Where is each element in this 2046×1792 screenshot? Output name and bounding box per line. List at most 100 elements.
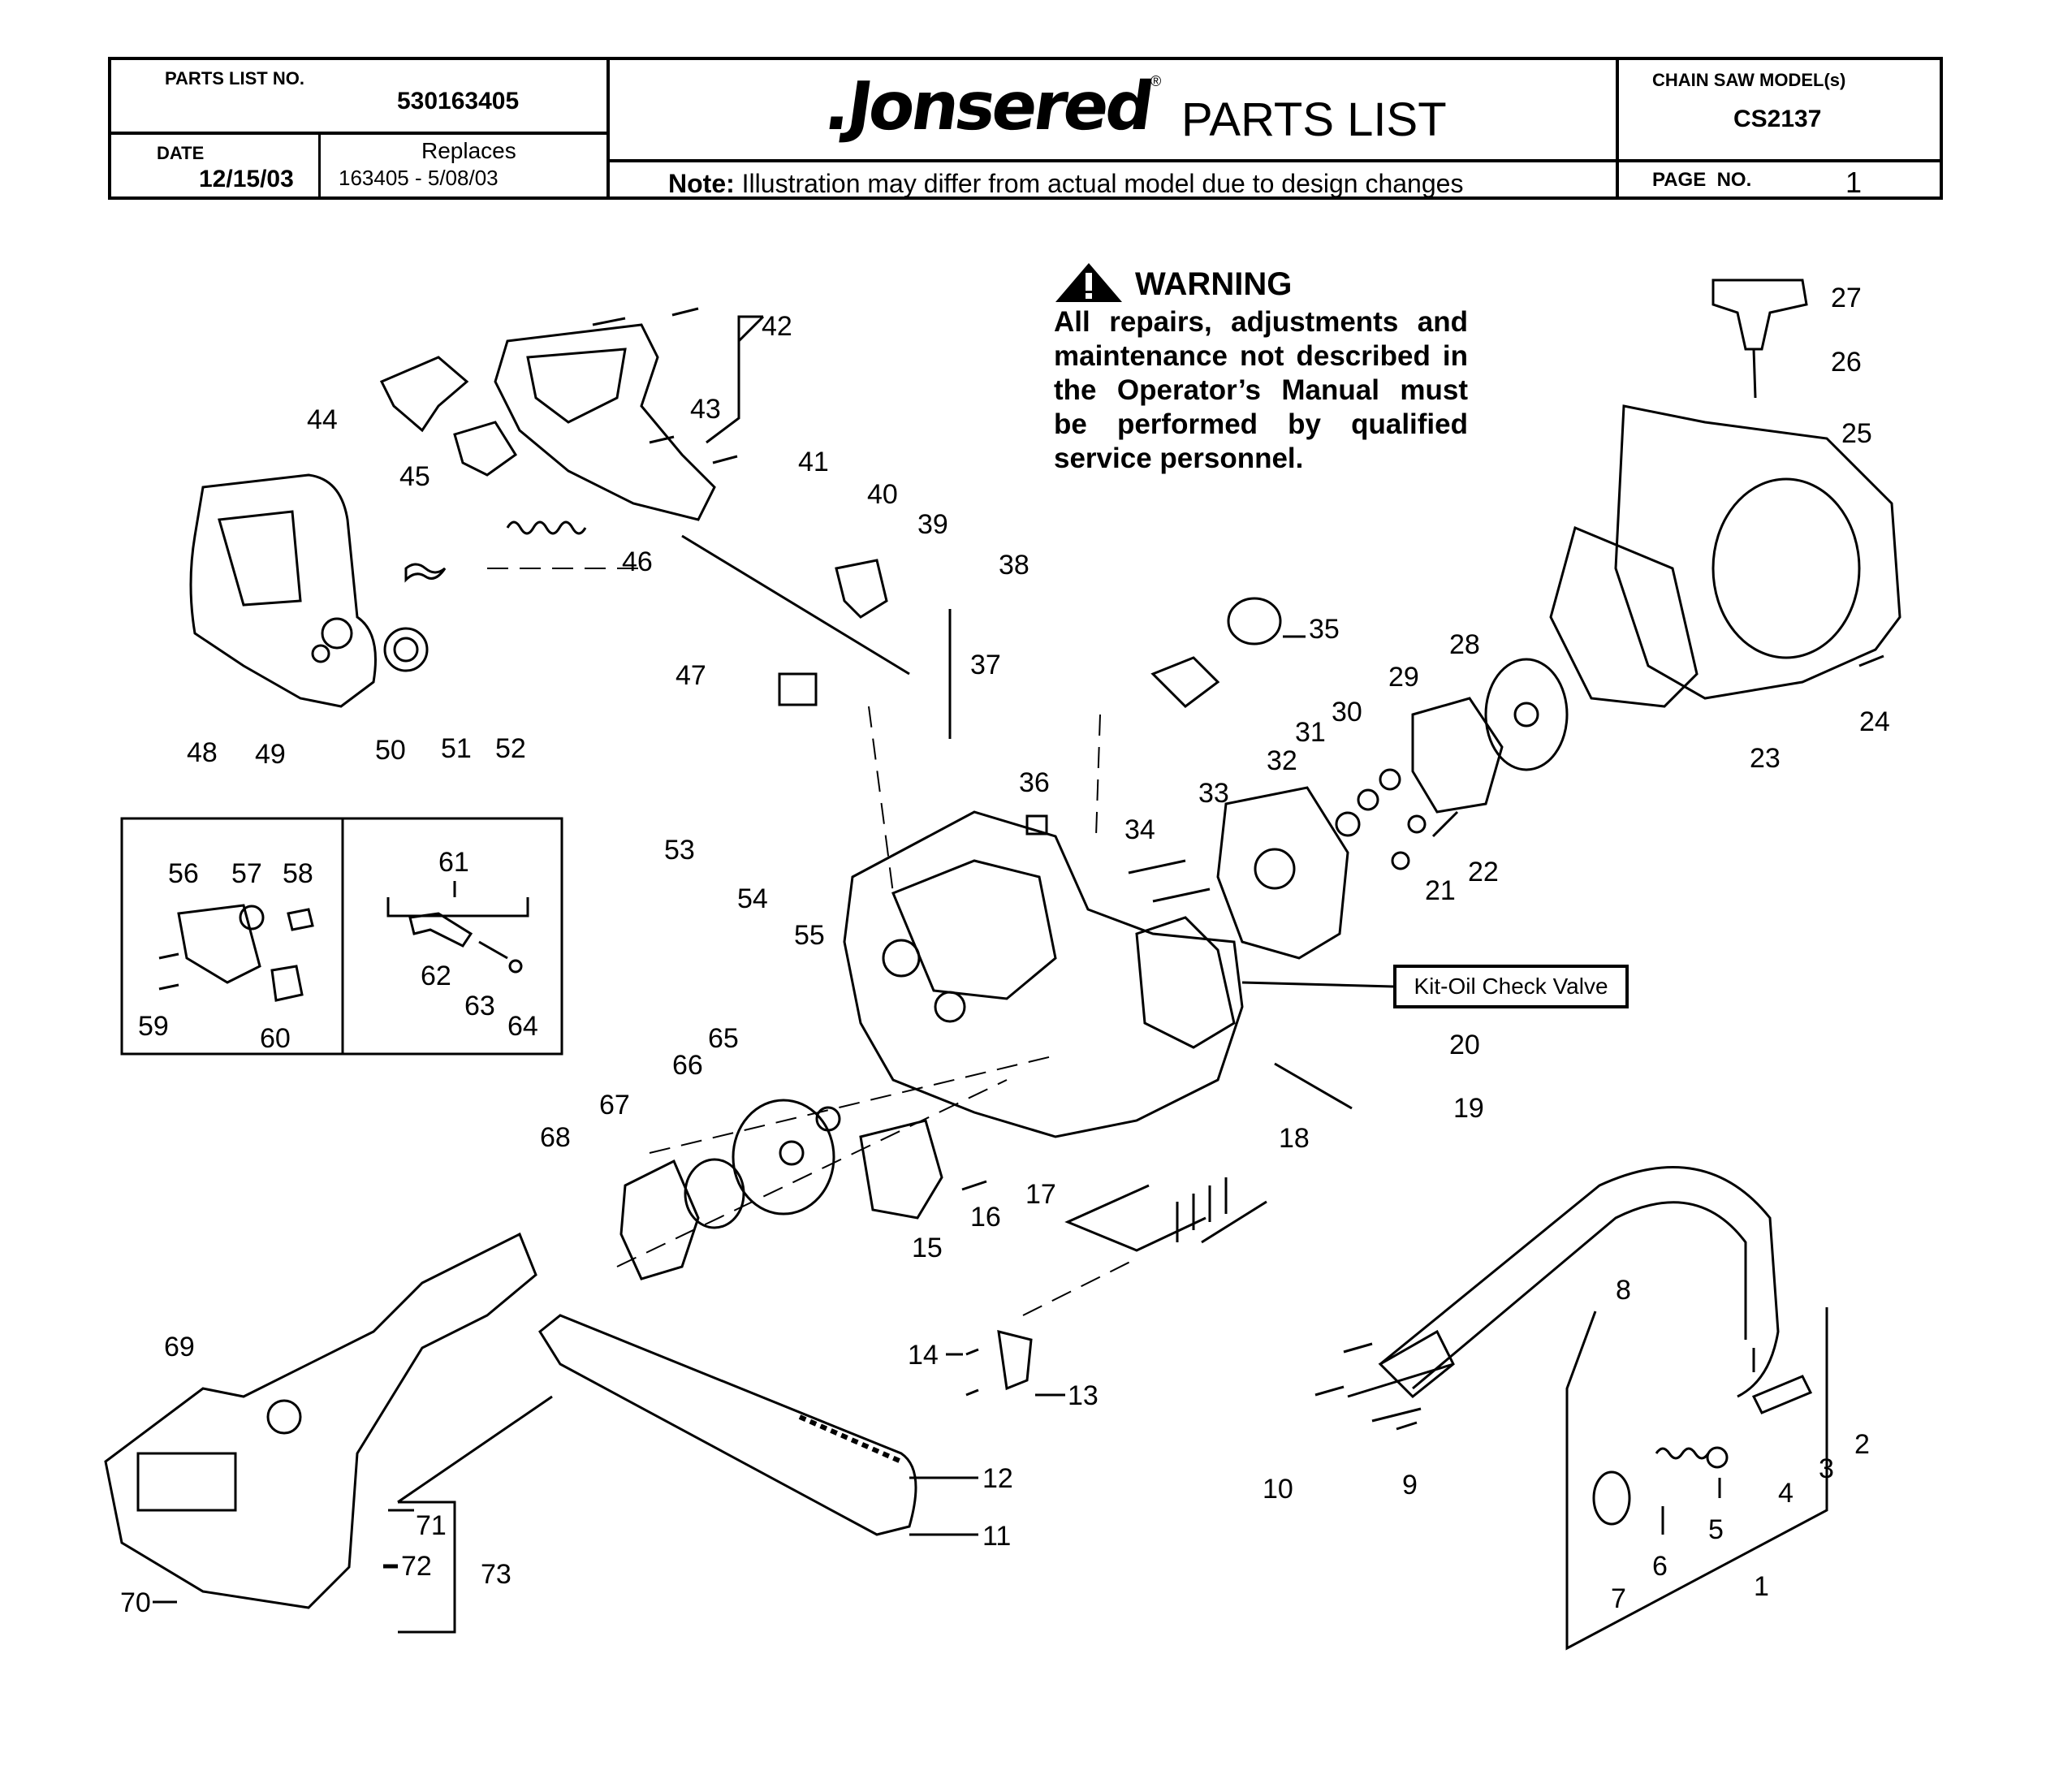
leader-line [1241, 981, 1394, 988]
screw-part [592, 317, 626, 326]
warning-line: the Operator’s Manual must [1054, 374, 1468, 406]
part-label: 56 [168, 858, 199, 889]
part-label: 20 [1449, 1030, 1480, 1060]
washer-part [815, 1106, 841, 1132]
shroud-part [1549, 525, 1699, 708]
page-number: 1 [1845, 166, 1863, 199]
screw-part [712, 455, 738, 464]
kit-oil-check-valve-label: Kit-Oil Check Valve [1414, 974, 1608, 999]
part-label: 5 [1708, 1514, 1724, 1545]
assembly-dash-line [1022, 1258, 1137, 1316]
part-label: 17 [1025, 1179, 1056, 1210]
part-label: 60 [260, 1023, 291, 1054]
bolt-part [1128, 859, 1186, 874]
part-label: 30 [1332, 697, 1362, 728]
part-label: 32 [1267, 745, 1297, 776]
model-label: CHAIN SAW MODEL(s) [1652, 70, 1846, 90]
washer-part [1407, 814, 1427, 834]
rear-handle-hole [311, 644, 330, 663]
part-label: 67 [599, 1090, 630, 1121]
part-label: 53 [664, 835, 695, 866]
plate-part [1751, 1375, 1813, 1414]
top-handle-frame-inner [526, 348, 627, 424]
part-label: 65 [708, 1023, 739, 1054]
part-label: 50 [375, 735, 406, 766]
top-handle-frame [494, 323, 716, 521]
starter-handle-part [1711, 279, 1808, 351]
part-label: 42 [762, 311, 792, 342]
oil-filter-part [508, 959, 523, 974]
part-label: 35 [1309, 614, 1340, 645]
bracket-part [835, 559, 888, 619]
assembly-dash-line [616, 1079, 1008, 1267]
front-handle-part [1412, 1201, 1747, 1390]
warning-line: All repairs, adjustments and [1054, 306, 1468, 338]
part-label: 47 [676, 660, 706, 691]
header-divider [1616, 159, 1943, 162]
part-label: 71 [416, 1510, 447, 1541]
design-note-bold: Note: [668, 169, 735, 198]
leader-line [737, 315, 763, 341]
part-label: 62 [421, 961, 451, 991]
part-label: 55 [794, 920, 825, 951]
part-label: 29 [1388, 662, 1419, 693]
screw-part [1314, 1385, 1345, 1397]
part-label: 3 [1819, 1453, 1834, 1484]
leader-line [1064, 1184, 1206, 1252]
part-label: 57 [231, 858, 262, 889]
part-label: 59 [138, 1011, 169, 1042]
part-label: 23 [1750, 743, 1781, 774]
part-label: 33 [1198, 778, 1229, 809]
part-label: 13 [1068, 1380, 1099, 1411]
saw-chain-part [798, 1414, 903, 1464]
washer-part [1391, 851, 1410, 870]
part-label: 31 [1295, 717, 1326, 748]
latch-part [453, 421, 518, 477]
parts-list-no-label: PARTS LIST NO. [165, 68, 304, 89]
part-label: 10 [1263, 1474, 1293, 1505]
date-label: DATE [157, 143, 205, 163]
part-label: 2 [1854, 1429, 1870, 1460]
leader-line [1565, 1307, 1828, 1651]
rear-handle-inner [218, 510, 302, 607]
oil-hose-part [408, 912, 473, 948]
part-label: 40 [867, 479, 898, 510]
part-label: 28 [1449, 629, 1480, 660]
part-label: 48 [187, 737, 218, 768]
bumper-part [1592, 1470, 1631, 1526]
clutch-drum-hub [779, 1140, 805, 1166]
oil-pump-part [177, 904, 261, 984]
part-label: 54 [737, 883, 768, 914]
part-label: 7 [1611, 1583, 1626, 1614]
warning-line: be performed by qualified [1054, 408, 1468, 440]
crankcase-hole [934, 991, 966, 1023]
pulley-part [1484, 658, 1569, 771]
leader-line [1371, 1407, 1422, 1423]
starter-rope-part [1752, 348, 1757, 399]
header-divider [111, 132, 608, 135]
flywheel-hub [1254, 848, 1296, 890]
model-value: CS2137 [1733, 106, 1822, 132]
part-label: 49 [255, 739, 286, 770]
leader-line [386, 897, 529, 918]
crankcase-part [843, 810, 1244, 1138]
guide-plate-part [859, 1119, 943, 1220]
part-label: 72 [401, 1551, 432, 1582]
cylinder-part [1135, 916, 1236, 1049]
part-label: 38 [999, 550, 1029, 581]
switch-part [778, 672, 818, 706]
page-label: PAGE NO. [1652, 169, 1752, 191]
part-label: 19 [1453, 1093, 1484, 1124]
fuel-filter-part [1150, 656, 1220, 708]
part-label: 43 [690, 394, 721, 425]
starter-cover-part [1614, 404, 1901, 700]
part-label: 64 [507, 1011, 538, 1042]
spring-part [1655, 1447, 1710, 1460]
rear-handle-part [189, 473, 377, 708]
side-cover-window [136, 1452, 237, 1512]
crankcase-inner [891, 859, 1057, 1000]
replaces-label: Replaces [421, 138, 516, 163]
part-label: 12 [982, 1463, 1013, 1494]
oil-hose-part [478, 940, 508, 960]
spring-part [383, 627, 429, 672]
